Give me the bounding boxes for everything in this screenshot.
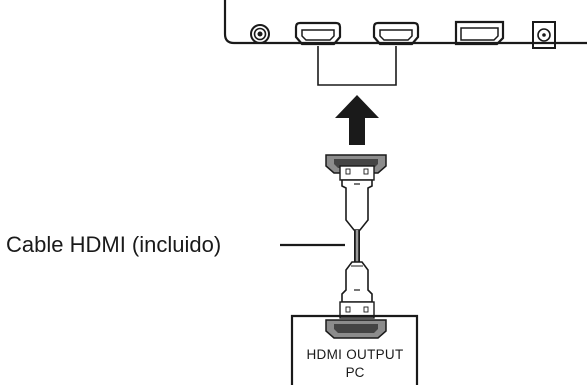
hdmi-ports-bracket [317,46,397,86]
displayport-port [454,20,505,46]
pc-output-label: HDMI OUTPUT [306,347,403,362]
monitor-rear-panel [223,0,587,45]
hdmi-port-1 [294,21,342,46]
up-arrow-icon [335,95,379,145]
hdmi-cable-upper-plug [325,154,387,231]
pc-device-label: PC [346,365,365,380]
hdmi-cable-lower-plug [339,261,375,319]
audio-jack-port [250,24,270,44]
dc-power-port [532,21,556,49]
cable-label: Cable HDMI (incluido) [6,232,221,257]
pc-hdmi-output-port [325,319,387,339]
pc-panel [290,314,419,385]
hdmi-port-2 [372,21,420,46]
